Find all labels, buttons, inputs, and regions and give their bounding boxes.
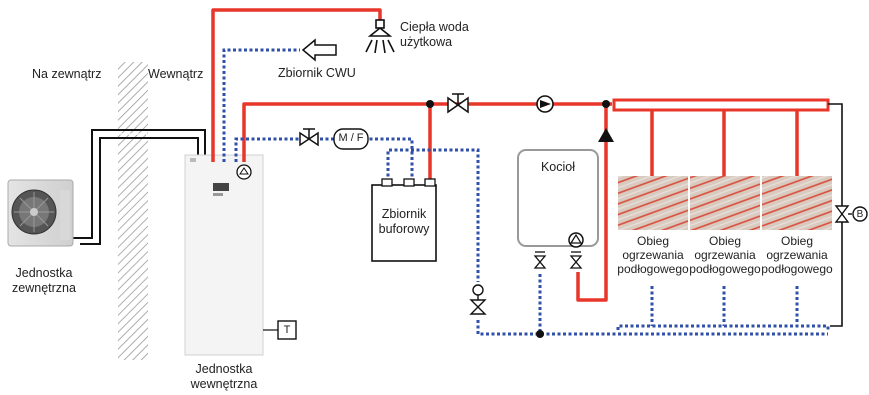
label-circuit-2-line3: podłogowego (689, 262, 761, 276)
label-circuit-2-line1: Obieg (708, 234, 742, 248)
hot-water-pipes (211, 8, 799, 302)
manifold (612, 98, 830, 112)
label-outside: Na zewnątrz (32, 67, 102, 81)
label-outdoor-unit-line2: zewnętrzna (12, 281, 76, 295)
label-indoor-unit: Jednostka wewnętrzna (183, 362, 265, 392)
label-buffer-tank-line1: Zbiornik (381, 207, 427, 221)
refrigerant-pipes (72, 129, 206, 245)
label-circuit-3-line3: podłogowego (761, 262, 833, 276)
sensor-icon (236, 164, 252, 180)
label-thermostat: T (283, 324, 291, 336)
mf-valve-box (333, 128, 369, 150)
label-circuit-2-line2: ogrzewania (694, 248, 756, 262)
three-way-valve-icon (469, 284, 487, 315)
label-circuit-1: Obieg ogrzewania podłogowego (616, 234, 690, 276)
shower-icon (365, 19, 395, 54)
label-hot-water: Ciepła woda użytkowa (400, 20, 469, 50)
label-circuit-3-line1: Obieg (780, 234, 814, 248)
return-pipes (222, 48, 830, 336)
label-buffer-tank: Zbiornik buforowy (372, 207, 436, 237)
label-circuit-3-line2: ogrzewania (766, 248, 828, 262)
label-outdoor-unit: Jednostka zewnętrzna (4, 266, 84, 296)
label-hot-water-line2: użytkowa (400, 35, 453, 49)
label-dhw-tank: Zbiornik CWU (278, 66, 356, 80)
label-valve-b: B (856, 209, 864, 220)
outdoor-unit (7, 179, 74, 247)
label-boiler: Kocioł (540, 160, 576, 174)
label-circuit-1-line2: ogrzewania (622, 248, 684, 262)
buffer-tank (371, 178, 437, 262)
label-circuit-1-line3: podłogowego (617, 262, 689, 276)
floor-heating-images (618, 176, 832, 230)
wall (118, 62, 148, 360)
thermostat-box (277, 320, 297, 340)
junction (602, 100, 610, 108)
junction (536, 330, 544, 338)
check-valve-icon (598, 128, 614, 142)
shutoff-valve-icon (569, 251, 583, 269)
boiler (517, 149, 599, 248)
valve-b (834, 205, 868, 223)
label-circuit-2: Obieg ogrzewania podłogowego (688, 234, 762, 276)
shutoff-valve-icon (447, 93, 469, 114)
label-inside: Wewnątrz (148, 67, 204, 81)
label-indoor-unit-line2: wewnętrzna (190, 377, 258, 391)
label-hot-water-line1: Ciepła woda (400, 20, 469, 34)
label-outdoor-unit-line1: Jednostka (15, 266, 73, 280)
label-mf-valve: M / F (338, 132, 364, 144)
pump-icon (536, 95, 554, 113)
label-indoor-unit-line1: Jednostka (195, 362, 253, 376)
indoor-unit (184, 154, 264, 356)
shutoff-valve-icon (533, 251, 547, 269)
junction (426, 100, 434, 108)
arrow-left-icon (301, 38, 337, 62)
label-circuit-1-line1: Obieg (636, 234, 670, 248)
label-buffer-tank-line2: buforowy (378, 222, 430, 236)
shutoff-valve-icon (299, 128, 319, 147)
label-circuit-3: Obieg ogrzewania podłogowego (760, 234, 834, 276)
